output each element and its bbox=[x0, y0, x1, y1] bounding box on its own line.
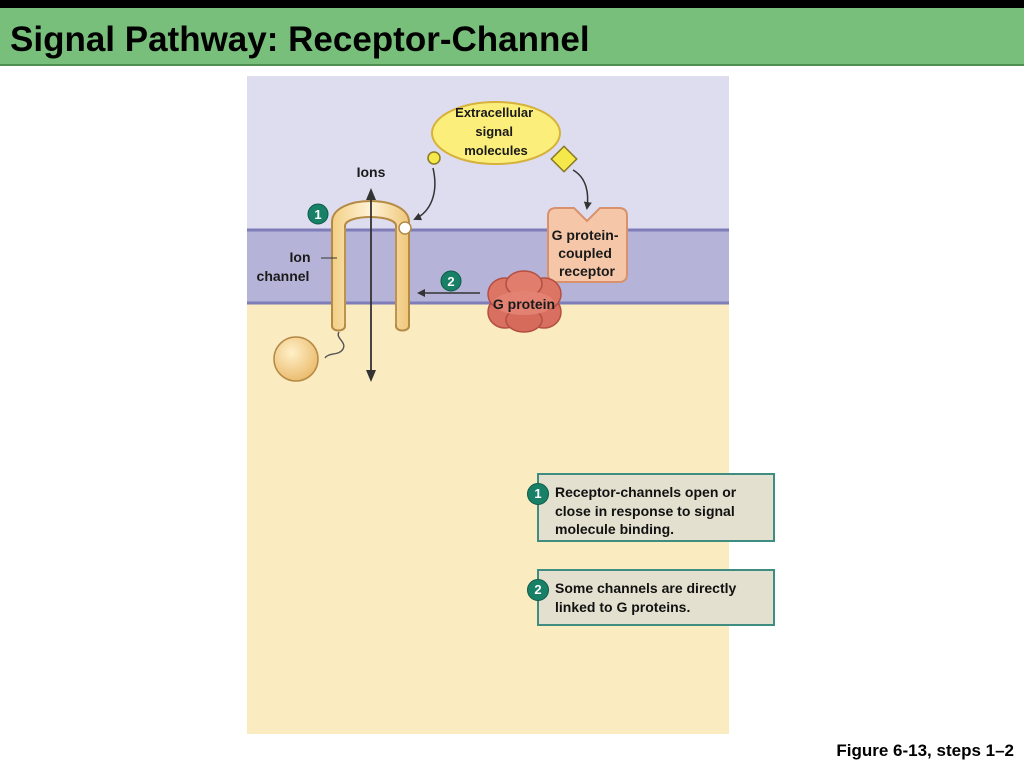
step-1-badge bbox=[307, 203, 329, 225]
diamond-signal-molecule bbox=[550, 145, 578, 173]
signal-molecules-bubble bbox=[431, 101, 561, 165]
signal-to-receptor-arrow bbox=[572, 169, 592, 210]
ion-channel-label: Ion channel bbox=[257, 249, 315, 284]
step-1-badge-number: 1 bbox=[314, 207, 321, 222]
g-protein-label: G protein bbox=[493, 296, 555, 312]
ion-flow-arrow-head-down bbox=[366, 370, 376, 382]
title-bar: Signal Pathway: Receptor-Channel bbox=[0, 8, 1024, 66]
channel-binding-site bbox=[398, 221, 412, 235]
signal-pathway-diagram: Extracellular signal molecules Ions Ion … bbox=[247, 76, 729, 734]
top-border bbox=[0, 0, 1024, 8]
step-2-text: Some channels are directly linked to G p… bbox=[555, 580, 737, 615]
signal-molecules-label: Extracellular signal molecules bbox=[455, 105, 537, 158]
ion-flow-arrow-head-up bbox=[366, 188, 376, 200]
step-2-badge bbox=[440, 270, 462, 292]
signal-to-channel-arrow bbox=[413, 167, 436, 221]
channel-gate-chain bbox=[324, 331, 345, 359]
ions-label: Ions bbox=[357, 164, 386, 180]
step-1-box: 1 Receptor-channels open or close in res… bbox=[527, 473, 775, 542]
channel-gate-ball bbox=[273, 336, 319, 382]
gpcr-label: G protein- coupled receptor bbox=[552, 227, 623, 279]
round-signal-molecule bbox=[427, 151, 441, 165]
step-2-box: 2 Some channels are directly linked to G… bbox=[527, 569, 775, 626]
step-1-box-badge: 1 bbox=[527, 483, 549, 505]
page-title: Signal Pathway: Receptor-Channel bbox=[10, 20, 590, 59]
g-protein bbox=[487, 270, 562, 333]
figure-caption: Figure 6-13, steps 1–2 bbox=[836, 741, 1014, 760]
step-1-text: Receptor-channels open or close in respo… bbox=[555, 484, 737, 537]
ion-channel-body bbox=[331, 200, 410, 332]
step-2-badge-number: 2 bbox=[447, 274, 454, 289]
step-2-box-badge: 2 bbox=[527, 579, 549, 601]
gpcr-receptor bbox=[547, 207, 628, 283]
